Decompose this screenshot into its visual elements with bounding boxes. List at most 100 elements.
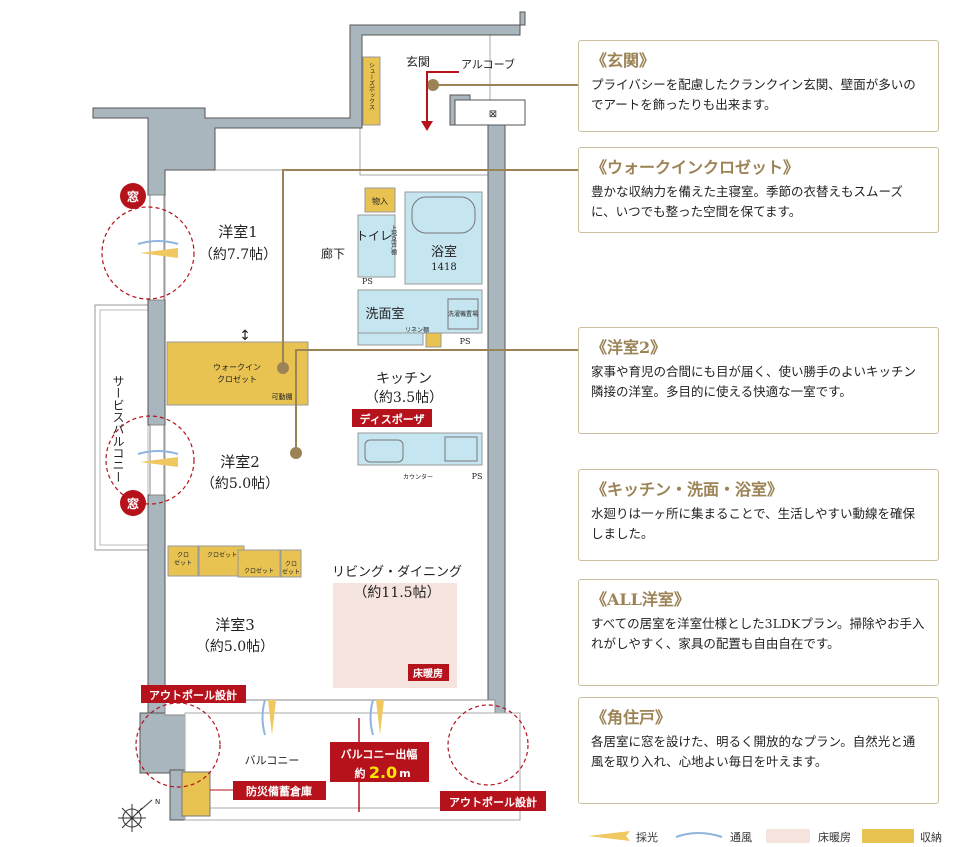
alcove-label: アルコーブ <box>461 57 515 71</box>
kitchen-size: （約3.5帖） <box>365 390 443 406</box>
storage-label: 物入 <box>372 196 388 206</box>
outpole-badge <box>440 791 546 811</box>
balcony-depth-unit: m <box>399 767 410 780</box>
legend-label: 収納 <box>920 831 942 844</box>
legend-heating-swatch <box>766 829 810 843</box>
room2-name: 洋室2 <box>220 453 260 471</box>
room1-name: 洋室1 <box>218 223 258 241</box>
stove-icon <box>444 436 478 462</box>
ps-label: PS <box>460 337 471 346</box>
closet-label: クロゼット <box>207 551 237 559</box>
closet-short-2: ゼット <box>174 559 192 567</box>
ld-name: リビング・ダイニング <box>332 565 462 580</box>
ps-label: PS <box>362 277 373 286</box>
bathtub-icon <box>411 196 476 234</box>
closet-short-1: クロ <box>285 561 297 568</box>
room3-name: 洋室3 <box>215 616 255 634</box>
feature-title: 《角住戸》 <box>591 708 672 727</box>
callout-dot-room2 <box>290 447 302 459</box>
legend-label: 床暖房 <box>818 831 851 844</box>
feature-text: すべての居室を洋室仕様とした3LDKプラン。掃除やお手入れがしやすく、家具の配置… <box>591 616 925 651</box>
feature-title: 《ウォークインクロゼット》 <box>591 158 800 177</box>
feature-text: 豊かな収納力を備えた主寝室。季節の衣替えもスムーズに、いつでも整った空間を保てま… <box>591 184 903 219</box>
light-wind-icons <box>137 240 384 736</box>
feature-card-corner: 《角住戸》 各居室に窓を設けた、明るく開放的なプラン。自然光と通風を取り入れ、心… <box>578 697 939 804</box>
room2-size: （約5.0帖） <box>201 476 279 492</box>
feature-title: 《ALL洋室》 <box>591 590 690 609</box>
floor-heating-label: 床暖房 <box>413 667 443 680</box>
feature-card-room2: 《洋室2》 家事や育児の合間にも目が届く、使い勝手のよいキッチン隣接の洋室。多目… <box>578 327 939 434</box>
ld-size: （約11.5帖） <box>353 585 440 601</box>
balcony-depth-badge <box>330 742 429 782</box>
callout-dot-genkan <box>427 79 439 91</box>
alcove-meter-box <box>454 99 526 126</box>
sink-icon <box>364 439 404 463</box>
washer-icon <box>447 298 479 330</box>
disaster-storage-label: 防災備蓄倉庫 <box>246 784 312 798</box>
legend-wind-icon <box>675 832 723 838</box>
wic-label-1: ウォークイン <box>213 363 261 372</box>
feature-text: 家事や育児の合間にも目が届く、使い勝手のよいキッチン隣接の洋室。多目的に使える快… <box>591 364 917 399</box>
callout-lines <box>282 84 578 453</box>
legend-label: 採光 <box>636 831 658 844</box>
disaster-storage-badge <box>233 781 326 800</box>
kitchen-name: キッチン <box>376 371 432 387</box>
feature-text: 各居室に窓を設けた、明るく開放的なプラン。自然光と通風を取り入れ、心地よい毎日を… <box>591 734 916 769</box>
wic-door-arrow-icon: ↕ <box>239 328 251 344</box>
genkan-label: 玄関 <box>406 54 430 69</box>
balcony-depth-value: 2.0 <box>369 763 397 782</box>
disaster-storage-room <box>181 771 211 817</box>
feature-card-wic: 《ウォークインクロゼット》 豊かな収納力を備えた主寝室。季節の衣替えもスムーズに… <box>578 147 939 233</box>
window-badge <box>120 490 146 516</box>
arrow-head-icon <box>421 121 433 131</box>
feature-card-all-western: 《ALL洋室》 すべての居室を洋室仕様とした3LDKプラン。掃除やお手入れがしや… <box>578 579 939 686</box>
legend-label: 通風 <box>730 831 752 844</box>
crank-in-arrow-icon <box>426 71 459 125</box>
meter-icon: ⊠ <box>489 109 497 120</box>
window-label: 窓 <box>127 189 139 204</box>
outpole-badge <box>141 685 246 703</box>
window-badge <box>120 183 146 209</box>
balcony-depth-label: バルコニー出幅 <box>341 747 418 761</box>
legend-light-icon <box>588 831 630 841</box>
feature-title: 《洋室2》 <box>591 338 667 357</box>
service-balcony-label: サービスバルコニー <box>111 375 125 483</box>
window-label: 窓 <box>127 496 139 511</box>
compass-north-label: N <box>155 798 160 806</box>
toilet-label: トイレ <box>356 229 392 243</box>
service-balcony-rail <box>99 309 149 546</box>
callout-dot-wic <box>277 362 289 374</box>
counter-label: カウンター <box>403 473 433 481</box>
washroom-label: 洗面室 <box>365 306 404 322</box>
room3-size: （約5.0帖） <box>196 639 274 655</box>
shoebox-label: シューズボックス <box>368 62 375 110</box>
disposer-label: ディスポーザ <box>359 412 424 426</box>
wic-label-2: クロゼット <box>217 374 257 384</box>
washer-label: 洗濯機置場 <box>448 310 478 318</box>
bath-label: 浴室 <box>431 244 457 260</box>
outpole-label: アウトポール設計 <box>449 795 537 809</box>
closet-short-2: ゼット <box>282 568 300 576</box>
disposer-badge <box>352 409 432 427</box>
feature-card-genkan: 《玄関》 プライバシーを配慮したクランクイン玄関、壁面が多いのでアートを飾ったり… <box>578 40 939 132</box>
hallway-label: 廊下 <box>321 246 345 261</box>
floor-heating-badge <box>408 664 449 681</box>
water-areas <box>357 191 483 466</box>
feature-title: 《キッチン・洗面・浴室》 <box>591 480 784 499</box>
room1-size: （約7.7帖） <box>199 247 277 263</box>
movable-shelf-label: 可動棚 <box>272 392 293 401</box>
legend-storage-swatch <box>862 829 914 843</box>
ps-label: PS <box>472 472 483 481</box>
closet-label: クロゼット <box>244 567 274 575</box>
balcony-label: バルコニー <box>245 754 300 767</box>
window-room1 <box>149 194 165 301</box>
balcony-depth-prefix: 約 <box>355 766 366 780</box>
legend: 採光 通風 床暖房 収納 <box>578 827 948 845</box>
feature-card-water: 《キッチン・洗面・浴室》 水廻りは一ヶ所に集まることで、生活しやすい動線を確保し… <box>578 469 939 561</box>
outpole-label: アウトポール設計 <box>149 688 237 702</box>
toilet-shelf-label: 上部吊戸棚 <box>390 224 397 256</box>
feature-text: 水廻りは一ヶ所に集まることで、生活しやすい動線を確保しました。 <box>591 506 916 541</box>
closet-short-1: クロ <box>177 552 189 559</box>
bath-size: 1418 <box>431 262 456 273</box>
